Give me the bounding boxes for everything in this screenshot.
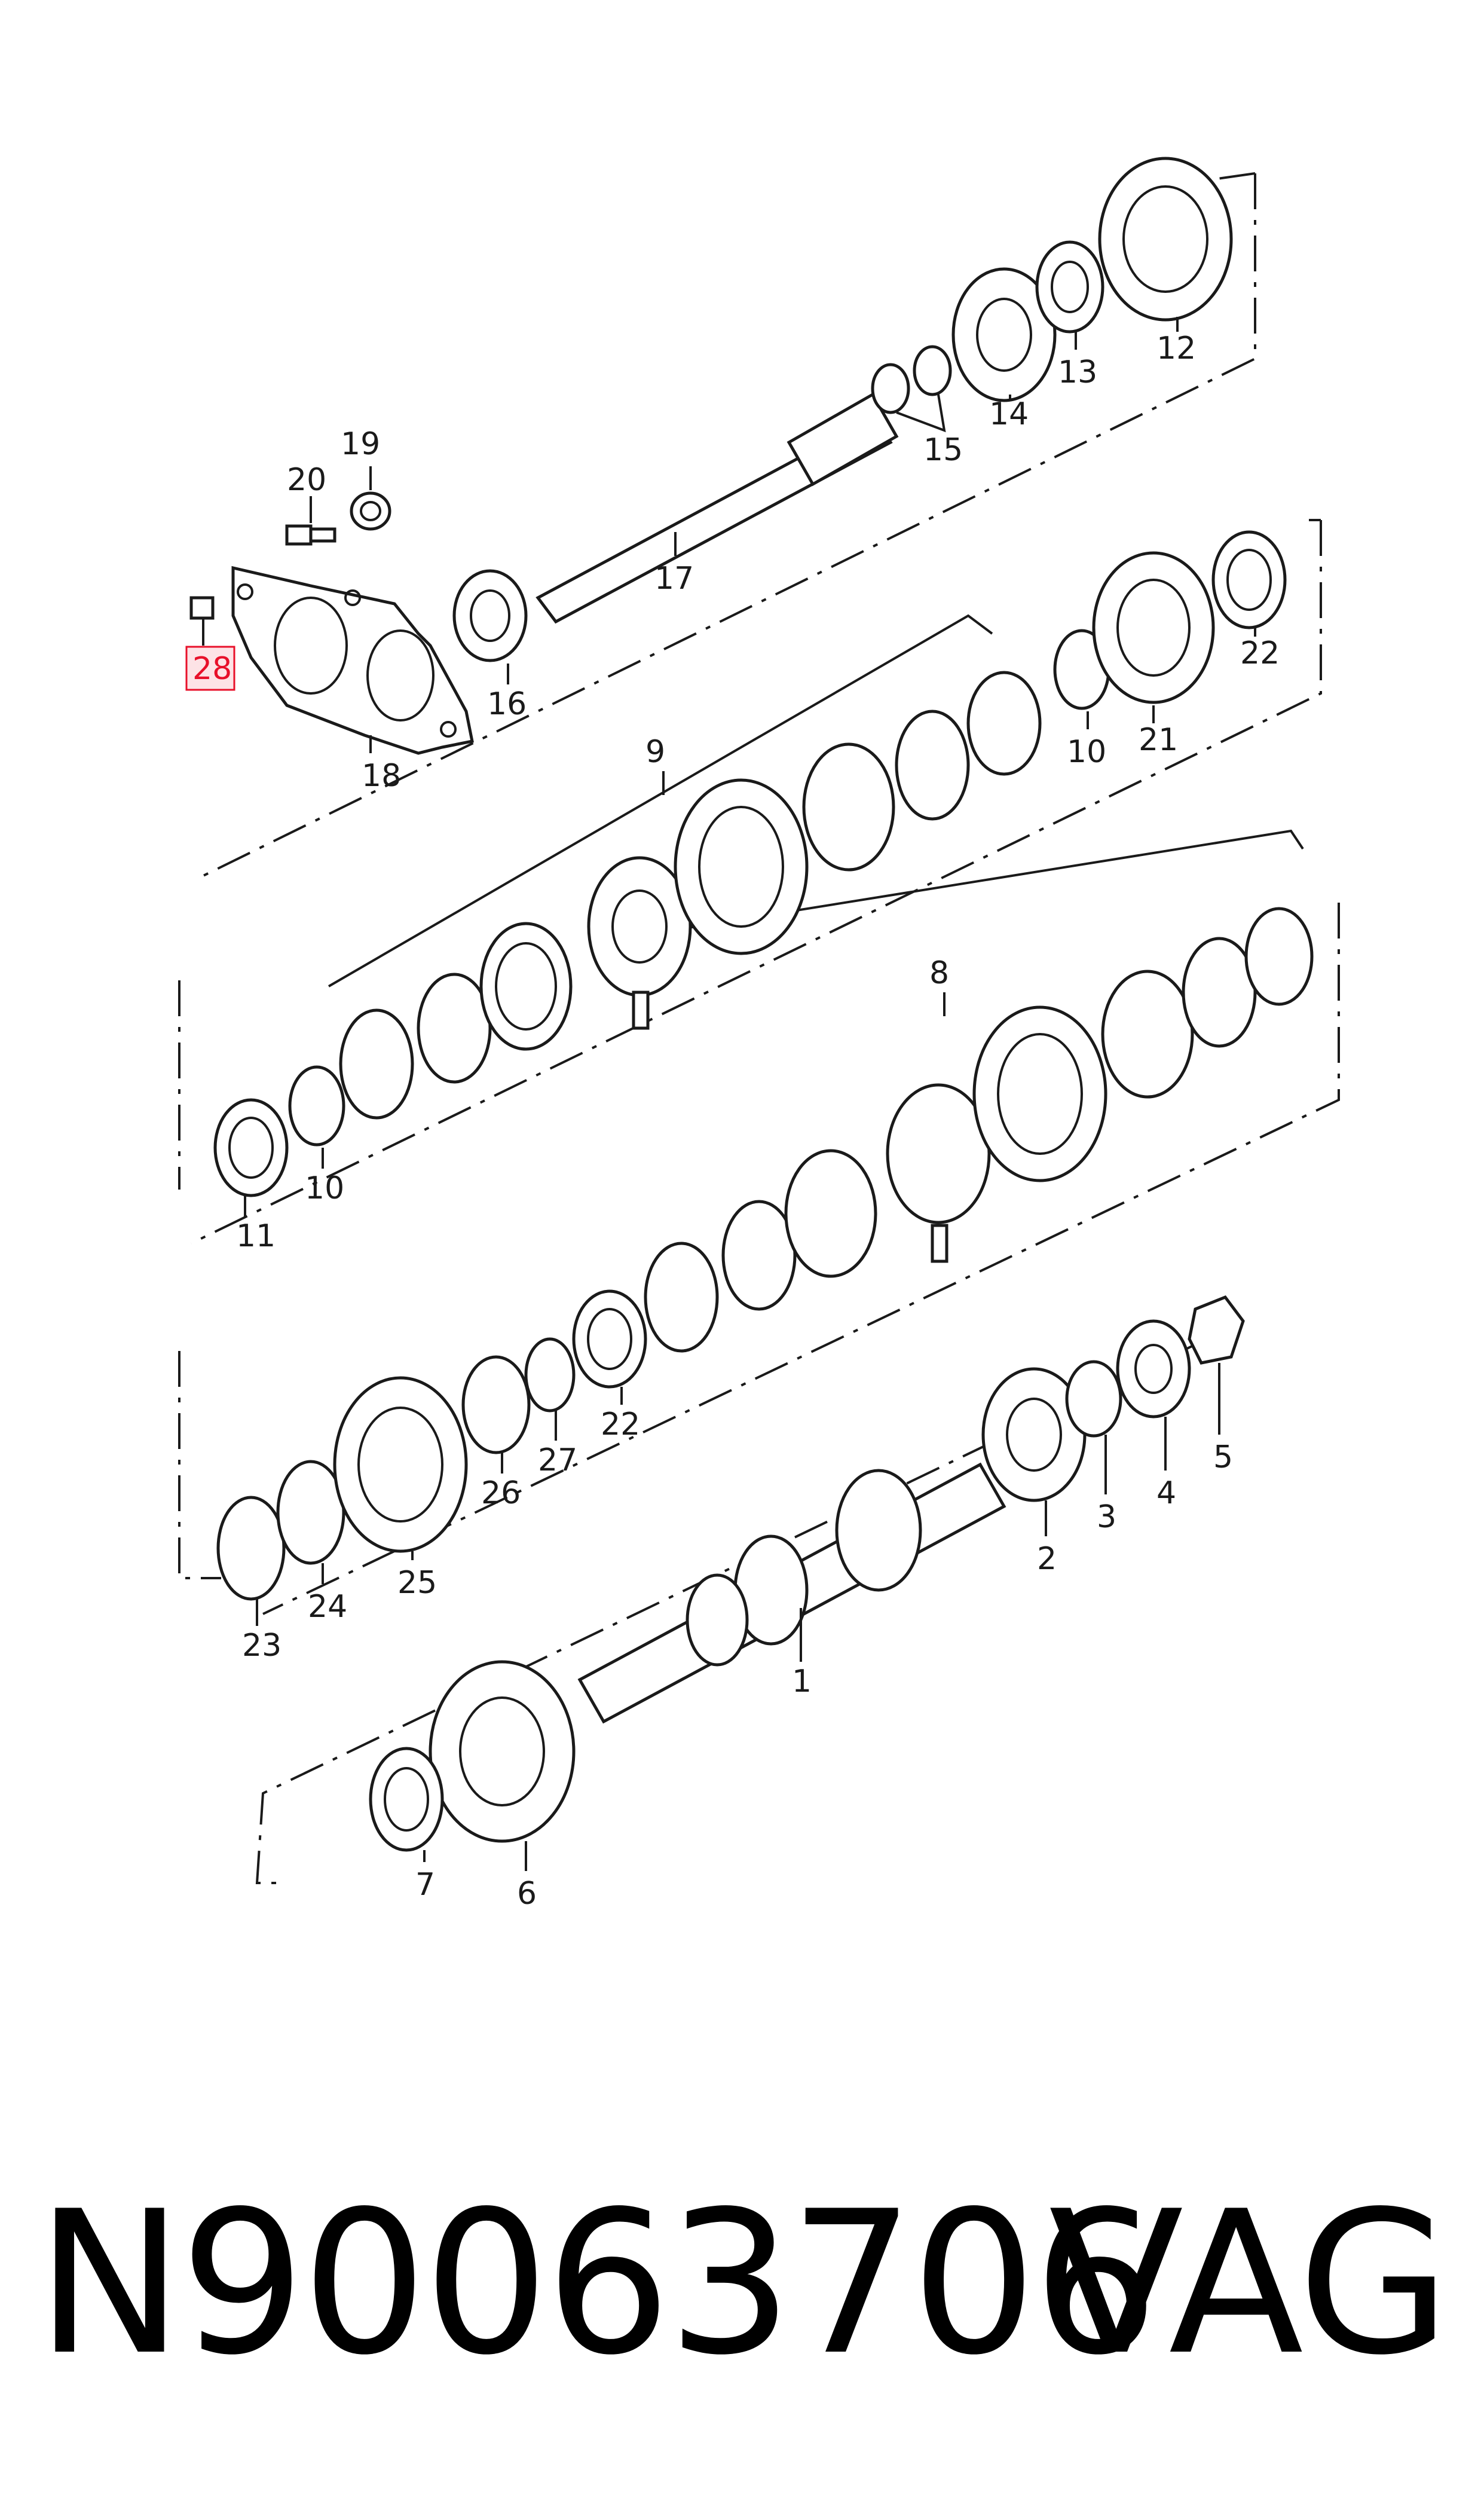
needle-bearing-22-top xyxy=(1211,530,1287,629)
washer-3 xyxy=(1065,1360,1122,1438)
callout-18: 18 xyxy=(362,758,401,794)
callout-7: 7 xyxy=(415,1867,435,1903)
callout-16: 16 xyxy=(487,686,527,722)
sleeve-9 xyxy=(674,778,809,955)
callout-2: 2 xyxy=(1037,1541,1057,1577)
circlip-23 xyxy=(216,1496,286,1601)
main-shaft-1 xyxy=(577,1462,1006,1724)
callout-22-top: 22 xyxy=(1240,635,1280,671)
bolt-28 xyxy=(189,596,215,646)
brand-name: VAG xyxy=(1048,2169,1451,2398)
hub-9 xyxy=(587,856,692,997)
washer-13 xyxy=(1035,240,1104,334)
nut-5 xyxy=(1188,1295,1245,1365)
sync-cone-left xyxy=(479,922,573,1051)
callout-25: 25 xyxy=(397,1565,437,1601)
group-brackets xyxy=(328,614,1304,1016)
callout-23: 23 xyxy=(242,1628,281,1664)
callout-28-highlight xyxy=(185,646,235,691)
needle-bearing-7 xyxy=(369,1747,444,1852)
sync-cone-right xyxy=(802,671,1042,872)
callout-26: 26 xyxy=(481,1475,521,1511)
callout-28: 28 xyxy=(192,651,232,687)
screw-20 xyxy=(285,524,336,546)
callout-10-mid: 10 xyxy=(305,1170,344,1206)
callout-20: 20 xyxy=(287,462,326,498)
callout-11: 11 xyxy=(236,1218,276,1254)
needle-bearing-11 xyxy=(213,1098,289,1197)
bearing-16 xyxy=(452,569,528,662)
ring-24 xyxy=(276,1460,345,1565)
callout-13: 13 xyxy=(1058,354,1097,390)
group-8-parts xyxy=(644,907,1314,1353)
ring-26 xyxy=(461,1355,531,1454)
callout-5: 5 xyxy=(1213,1439,1233,1475)
needle-bearing-22-bottom xyxy=(572,1289,647,1389)
callout-6: 6 xyxy=(517,1876,537,1912)
callout-17: 17 xyxy=(654,561,694,597)
callout-24: 24 xyxy=(308,1589,347,1625)
plate-18 xyxy=(231,565,474,755)
gear-12 xyxy=(1098,157,1233,322)
bearing-14 xyxy=(951,267,1057,402)
callout-3: 3 xyxy=(1097,1499,1116,1535)
footer: N90063706 VAG xyxy=(0,2152,1484,2415)
gear-6 xyxy=(429,1660,576,1843)
sync-ring-left xyxy=(339,973,492,1120)
circlip-27 xyxy=(524,1337,576,1413)
callout-27: 27 xyxy=(538,1442,577,1478)
callout-21: 21 xyxy=(1139,722,1178,758)
callout-8: 8 xyxy=(929,955,949,991)
bearing-2 xyxy=(981,1367,1087,1502)
spring-9 xyxy=(632,991,650,1030)
callout-10-top: 10 xyxy=(1067,734,1106,770)
callout-4: 4 xyxy=(1156,1475,1176,1511)
bush-19 xyxy=(350,491,391,531)
callout-12: 12 xyxy=(1156,331,1196,366)
rings-15 xyxy=(871,345,952,414)
callout-labels: 12 13 14 15 17 16 18 19 20 28 9 10 21 22… xyxy=(192,331,1280,1912)
gear-4 xyxy=(1116,1319,1191,1419)
callout-22-bottom: 22 xyxy=(601,1407,640,1442)
callout-14: 14 xyxy=(989,396,1029,432)
circlip-10-left xyxy=(288,1065,345,1147)
callout-15: 15 xyxy=(923,432,963,468)
callout-9: 9 xyxy=(645,734,665,770)
leader-lines xyxy=(244,317,1256,1871)
exploded-parts-diagram: 12 13 14 15 17 16 18 19 20 28 9 10 21 22… xyxy=(178,157,1340,1912)
shaft-17 xyxy=(536,392,899,624)
gear-25 xyxy=(333,1376,468,1553)
callout-19: 19 xyxy=(341,426,380,462)
gear-21 xyxy=(1092,551,1215,704)
callout-1: 1 xyxy=(792,1664,812,1699)
part-number: N90063706 xyxy=(36,2169,1159,2398)
